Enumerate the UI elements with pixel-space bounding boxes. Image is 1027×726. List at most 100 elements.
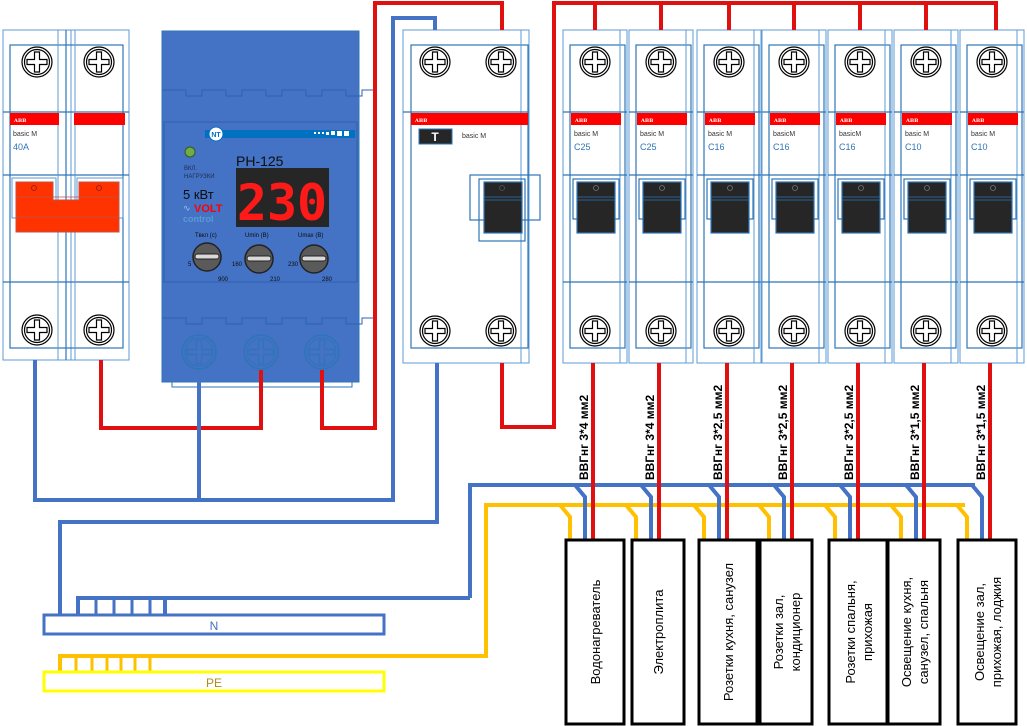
phase-wire <box>99 360 263 430</box>
load-box[interactable] <box>758 538 814 726</box>
screw-icon <box>645 315 677 347</box>
cable-label: ВВГнг 3*4 мм2 <box>643 394 657 480</box>
ground-wire <box>889 503 903 540</box>
breaker-rating: C16 <box>708 142 725 152</box>
load-box[interactable] <box>886 538 942 726</box>
main-breaker-brand: ABB <box>13 118 26 124</box>
ground-wire <box>955 503 969 540</box>
load-label: Электроплита <box>651 589 666 675</box>
load-label: Освещение кухня, <box>899 577 914 687</box>
breaker-brand: ABB <box>971 118 984 124</box>
rcd-handle[interactable] <box>483 181 523 234</box>
breaker-rating: C16 <box>839 142 856 152</box>
phase-wire <box>320 1 504 430</box>
breaker-brand: ABB <box>708 118 721 124</box>
knob-umax[interactable]: Umax (В) 230 280 <box>288 233 333 283</box>
load-label: Розетки кухня, санузел <box>721 563 736 701</box>
knob-label: Tвкл (с) <box>195 233 217 239</box>
screw-icon <box>419 315 451 347</box>
cable-label: ВВГнг 3*1,5 мм2 <box>908 384 922 480</box>
load-box[interactable] <box>630 538 686 726</box>
breaker-brand: ABB <box>905 118 918 124</box>
phase-wire <box>500 1 998 429</box>
neutral-wire <box>707 483 721 540</box>
neutral-wire <box>573 483 587 540</box>
load-box[interactable] <box>697 538 759 726</box>
rcd-test-button[interactable] <box>418 128 453 145</box>
voltage-display <box>236 168 329 227</box>
breaker-series: basic M <box>905 131 929 138</box>
relay-power: 5 кВт <box>183 187 214 202</box>
ground-wire <box>558 503 572 540</box>
breaker-rating: C25 <box>640 142 657 152</box>
knob-min: 230 <box>288 262 299 268</box>
rcd-brand: ABB <box>414 118 427 124</box>
load-box[interactable] <box>564 538 626 726</box>
neutral-wire <box>76 596 167 614</box>
screw-icon <box>713 46 745 78</box>
breaker-rating: C10 <box>971 142 988 152</box>
main-breaker: ABB basic M 40A <box>2 29 130 361</box>
cable-label: ВВГнг 3*4 мм2 <box>577 394 591 480</box>
neutral-wire <box>468 483 975 540</box>
nt-logo-icon <box>208 126 224 142</box>
load-label: Розетки спальня, <box>843 580 858 683</box>
breaker-series: basicM <box>839 131 861 138</box>
load-label: прихожая, лоджия <box>989 577 1004 687</box>
ground-wire <box>624 503 638 540</box>
load-box[interactable] <box>827 538 889 726</box>
breaker-brand: ABB <box>574 118 587 124</box>
load-label: Освещение зал, <box>972 583 987 681</box>
indicator-label: НАГРУЗКИ <box>184 174 215 180</box>
breaker-rating: C16 <box>773 142 790 152</box>
neutral-wire <box>199 16 437 502</box>
breaker-handle[interactable] <box>973 181 1013 234</box>
breaker-rating: C10 <box>905 142 922 152</box>
neutral-wire <box>58 363 439 614</box>
screw-icon <box>83 314 115 346</box>
neutral-wire <box>33 360 201 502</box>
knob-max: 900 <box>218 277 229 283</box>
breaker-brand: ABB <box>839 118 852 124</box>
main-breaker-series: basic M <box>13 131 37 138</box>
screw-icon <box>910 46 942 78</box>
breaker-handle[interactable] <box>775 181 815 234</box>
sine-wave-icon: ∿ <box>183 203 191 213</box>
load-box[interactable] <box>956 538 1018 726</box>
screw-icon <box>976 46 1008 78</box>
breaker-handle[interactable] <box>576 181 616 234</box>
ground-wire <box>692 503 706 540</box>
main-breaker-rating: 40A <box>13 142 29 152</box>
neutral-wire <box>970 483 984 540</box>
neutral-wire <box>639 483 653 540</box>
breaker-series: basic M <box>640 131 664 138</box>
load-label: Розетки зал, <box>771 595 786 670</box>
cable-label: ВВГнг 3*2,5 мм2 <box>776 384 790 480</box>
branch-breaker: ABB basic M C10 <box>893 29 959 364</box>
knob-max: 280 <box>322 277 333 283</box>
breaker-brand: ABB <box>773 118 786 124</box>
screw-icon <box>910 315 942 347</box>
breaker-handle[interactable] <box>907 181 947 234</box>
breaker-handle[interactable] <box>710 181 750 234</box>
breaker-brand: ABB <box>640 118 653 124</box>
rcd-test-label: T <box>431 130 439 144</box>
screw-icon <box>976 315 1008 347</box>
neutral-wire <box>838 483 852 540</box>
main-breaker-handle[interactable] <box>15 181 120 233</box>
breaker-handle[interactable] <box>642 181 682 234</box>
neutral-bus: N <box>42 540 472 636</box>
knob-umin[interactable]: Umin (В) 160 210 <box>232 233 281 283</box>
ground-wire <box>757 503 771 540</box>
screw-icon <box>579 46 611 78</box>
knob-label: Umax (В) <box>298 233 323 239</box>
knob-t-on[interactable]: Tвкл (с) 5 900 <box>188 233 229 283</box>
breaker-handle[interactable] <box>841 181 881 234</box>
branch-breaker: ABB basic M C25 <box>628 29 694 364</box>
relay-model: РН-125 <box>236 153 284 169</box>
cable-label: ВВГнг 3*2,5 мм2 <box>842 384 856 480</box>
